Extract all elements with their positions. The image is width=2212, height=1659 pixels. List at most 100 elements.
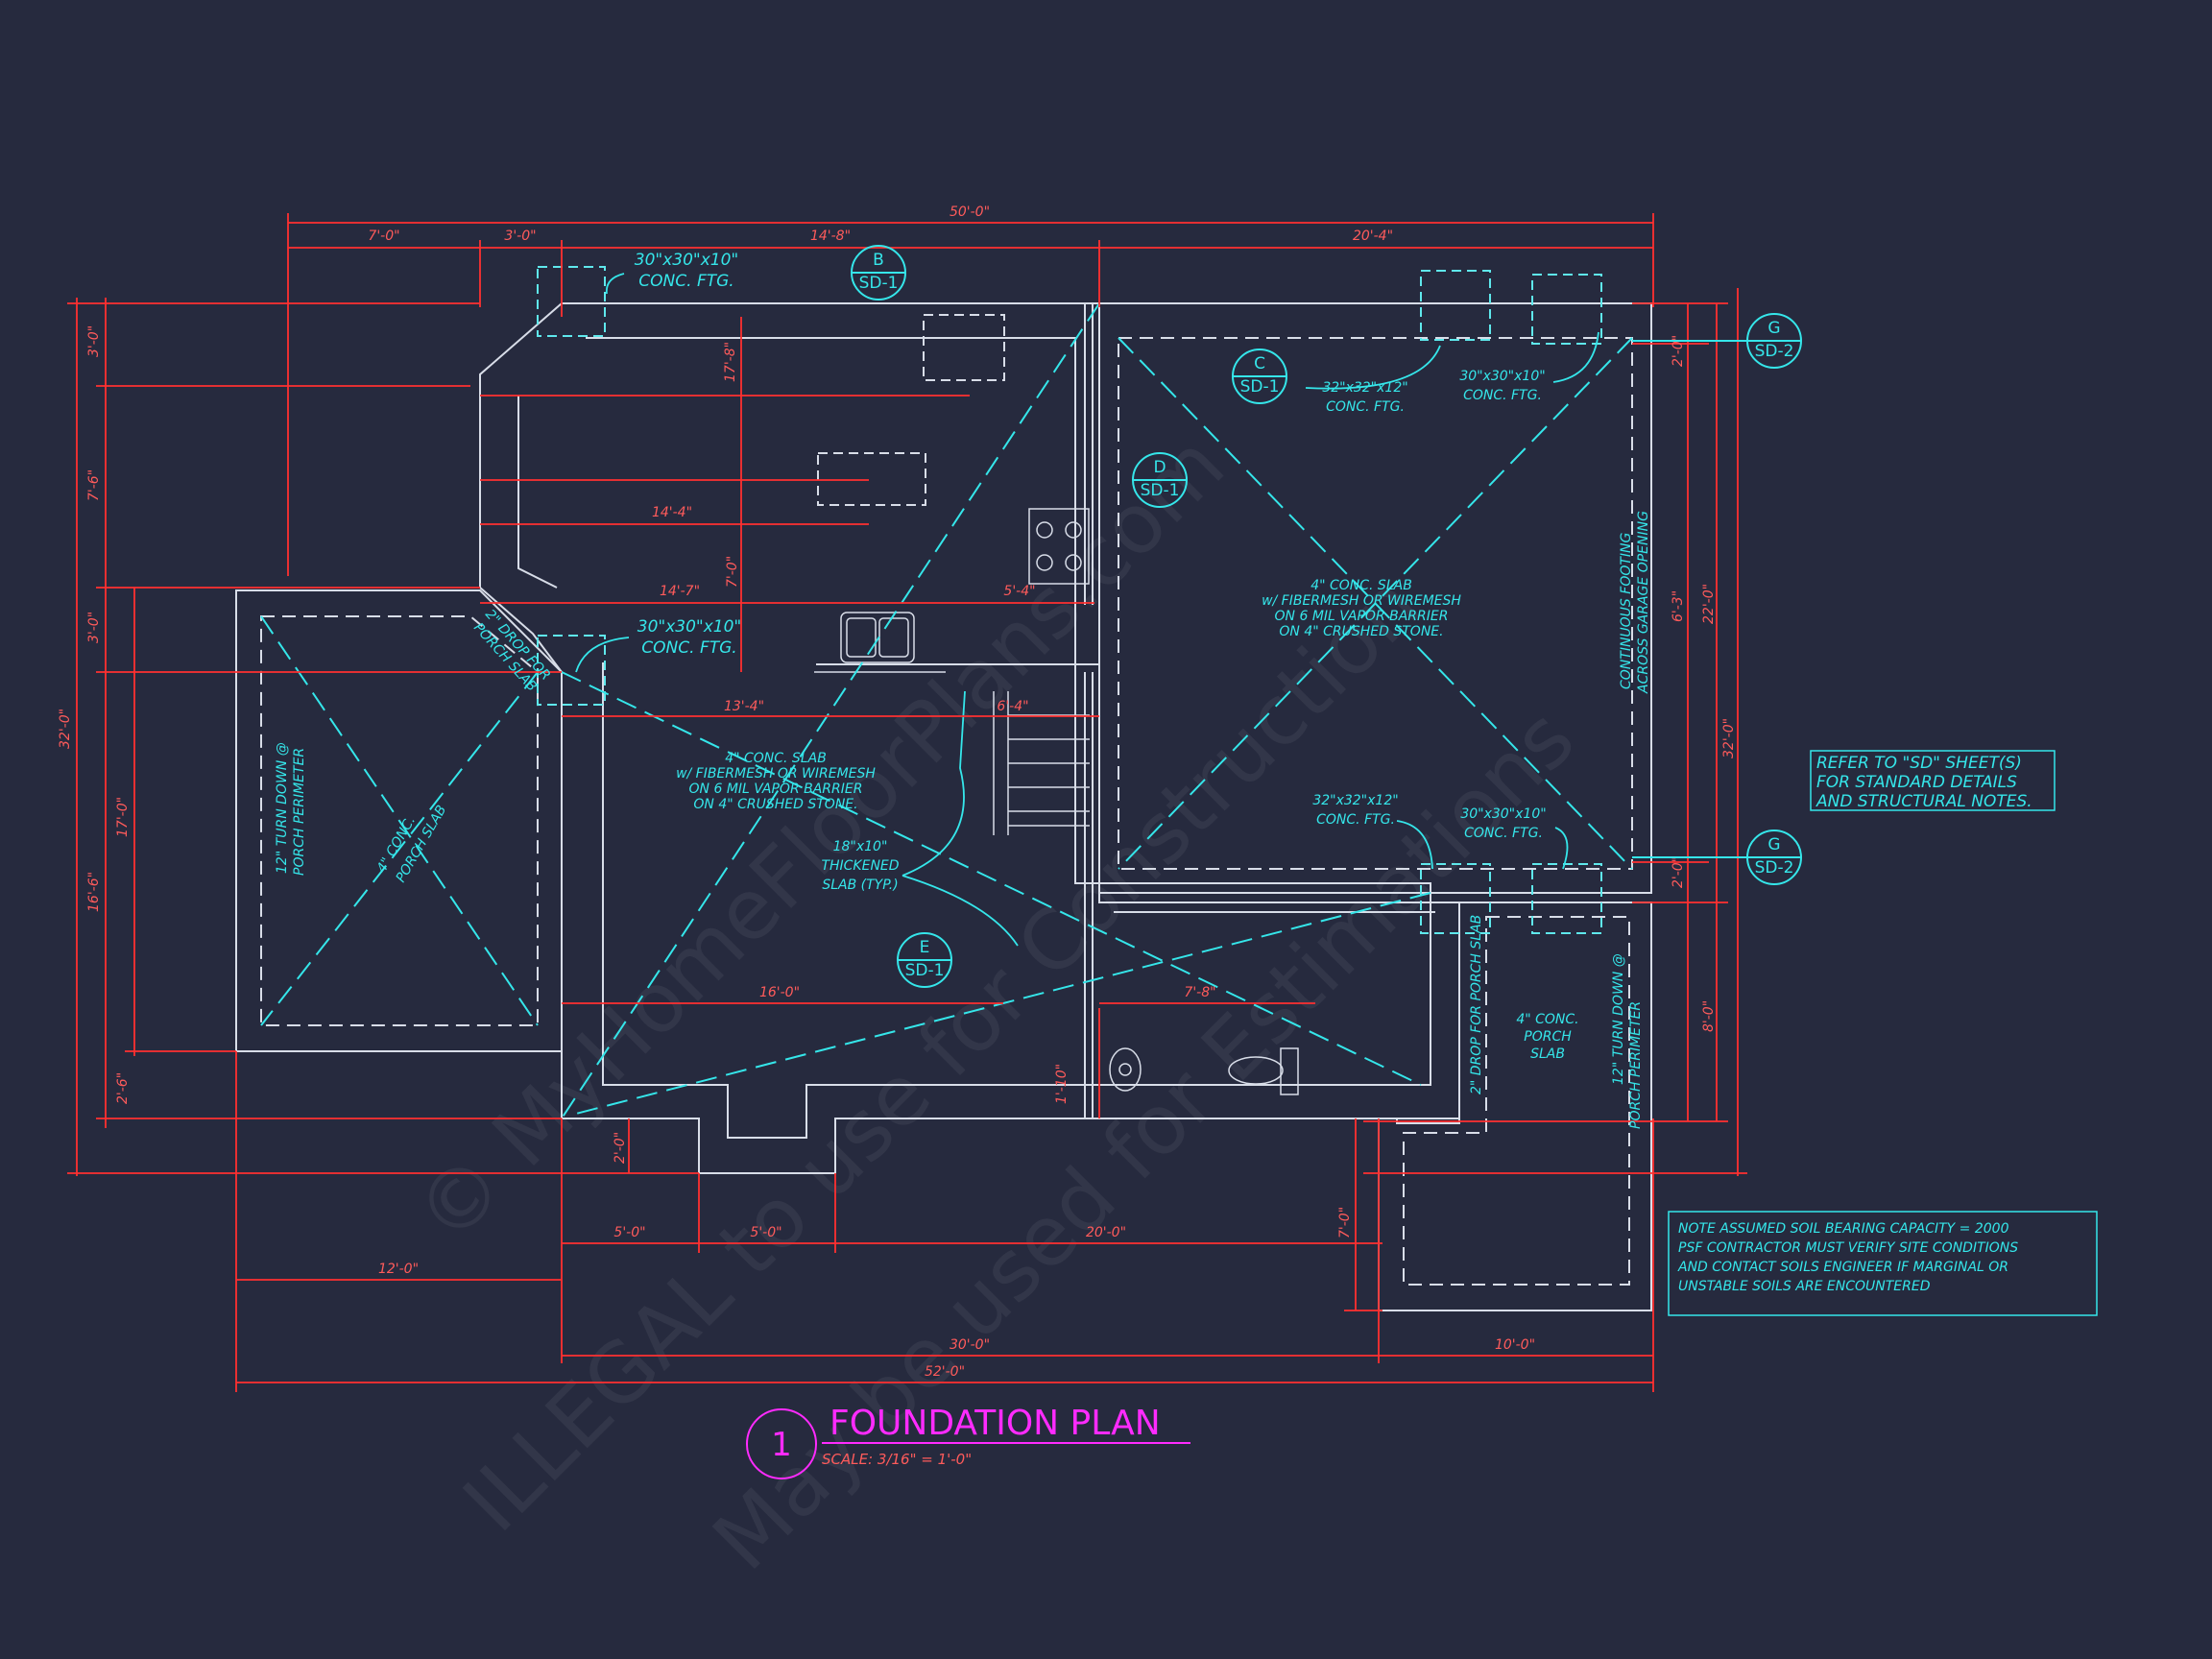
section-tag-g-lower-sheet: SD-2: [1755, 858, 1794, 878]
drawing-scale: SCALE: 3/16" = 1'-0": [822, 1451, 972, 1468]
dim-13-4: 13'-4": [724, 699, 764, 714]
west-interior-edge: [517, 396, 558, 589]
callout-ftg-west-1: 30"x30"x10": [637, 617, 741, 637]
callout-porch-slab-1: 4" CONC.: [1516, 1012, 1578, 1027]
callout-house-slab-1: 4" CONC. SLAB: [725, 751, 827, 766]
garage-outline: [1098, 302, 1652, 894]
dim-7-8: 7'-8": [1184, 985, 1215, 1000]
section-tag-c-sheet: SD-1: [1240, 377, 1280, 397]
dim-left-2-6: 2'-6": [115, 1072, 131, 1104]
dimension-lines: [67, 213, 1747, 1392]
callout-thickened-2: THICKENED: [821, 858, 899, 874]
callout-garage-slab-4: ON 4" CRUSHED STONE.: [1279, 624, 1443, 639]
callout-ftg30-upper-1: 30"x30"x10": [1459, 369, 1545, 384]
callout-garage-slab-1: 4" CONC. SLAB: [1310, 578, 1412, 593]
section-tag-g-upper-sheet: SD-2: [1755, 342, 1794, 361]
leaders: [575, 273, 1599, 947]
soil-note-line-4: UNSTABLE SOILS ARE ENCOUNTERED: [1678, 1279, 1931, 1294]
callout-ftg-nw-2: CONC. FTG.: [638, 272, 733, 291]
dim-bot-52-0: 52'-0": [925, 1364, 965, 1380]
section-tag-b: B SD-1: [851, 245, 906, 301]
dim-bot-5-0b: 5'-0": [750, 1225, 781, 1240]
callout-house-slab-2: w/ FIBERMESH OR WIREMESH: [676, 766, 876, 781]
section-tag-c: C SD-1: [1232, 349, 1287, 404]
soil-note-line-1: NOTE ASSUMED SOIL BEARING CAPACITY = 200…: [1678, 1221, 2009, 1237]
dim-bot-12-0: 12'-0": [378, 1262, 419, 1277]
dim-right-6-3: 6'-3": [1671, 590, 1686, 622]
callout-garage-footing-2: ACROSS GARAGE OPENING: [1636, 511, 1651, 694]
dim-bot-20-0: 20'-0": [1086, 1225, 1126, 1240]
dim-right-8-0: 8'-0": [1701, 1000, 1717, 1032]
soil-note-line-2: PSF CONTRACTOR MUST VERIFY SITE CONDITIO…: [1678, 1240, 2018, 1256]
soil-note-line-3: AND CONTACT SOILS ENGINEER IF MARGINAL O…: [1677, 1260, 2008, 1275]
soil-note: NOTE ASSUMED SOIL BEARING CAPACITY = 200…: [1668, 1211, 2098, 1316]
section-tag-e: E SD-1: [897, 932, 952, 988]
section-tag-d: D SD-1: [1132, 452, 1188, 508]
lavatory-icon: [1109, 1047, 1142, 1092]
dim-16-0: 16'-0": [759, 985, 800, 1000]
left-porch-inner: [260, 615, 539, 1026]
footing-west: [537, 635, 606, 706]
dim-top-d: 20'-4": [1353, 228, 1393, 244]
callout-porch-slab-2: PORCH: [1524, 1029, 1572, 1045]
dim-14-7: 14'-7": [660, 584, 700, 599]
left-porch-outline: [235, 589, 563, 1052]
kitchen-sink-icon: [814, 612, 946, 673]
callout-ftg-west-2: CONC. FTG.: [641, 638, 736, 658]
section-tag-g-lower: G SD-2: [1632, 830, 1802, 885]
dim-left-3-0b: 3'-0": [86, 612, 102, 643]
dim-right-overall: 32'-0": [1721, 718, 1737, 758]
floor-opening-1: [923, 314, 1005, 381]
floor-opening-2: [817, 452, 926, 506]
dim-bot-5-0a: 5'-0": [613, 1225, 645, 1240]
dim-bot-2-0: 2'-0": [613, 1132, 628, 1164]
dim-bot-30-0: 30'-0": [950, 1337, 990, 1353]
dim-top-overall: 50'-0": [950, 204, 990, 220]
callout-ftg32-lower-1: 32"x32"x12": [1312, 793, 1398, 808]
callout-ftg30-upper-2: CONC. FTG.: [1463, 388, 1542, 403]
dim-left-16-6: 16'-6": [86, 872, 102, 912]
dim-right-22-0: 22'-0": [1701, 584, 1717, 624]
callout-house-slab-4: ON 4" CRUSHED STONE.: [693, 797, 857, 812]
section-tags: B SD-1 C SD-1 D SD-1 E SD-1 G SD-2 G: [851, 245, 1802, 988]
callout-ftg32-upper-1: 32"x32"x12": [1322, 380, 1407, 396]
drawing-number: 1: [771, 1426, 792, 1464]
footing-garage-ne: [1531, 274, 1602, 345]
section-tag-g-upper-letter: G: [1767, 319, 1780, 338]
callout-ftg30-lower-2: CONC. FTG.: [1464, 826, 1543, 841]
dim-14-4: 14'-4": [652, 505, 692, 520]
dim-top-b: 3'-0": [504, 228, 536, 244]
callout-house-slab-3: ON 6 MIL VAPOR BARRIER: [689, 781, 863, 797]
dim-left-17-0: 17'-0": [115, 797, 131, 837]
dim-top-a: 7'-0": [368, 228, 399, 244]
dim-left-overall: 32'-0": [58, 709, 73, 749]
section-tag-d-letter: D: [1153, 458, 1166, 477]
section-tag-b-letter: B: [873, 251, 884, 270]
drawing-title: 1 FOUNDATION PLAN SCALE: 3/16" = 1'-0": [746, 1404, 1190, 1479]
section-tag-g-lower-letter: G: [1767, 835, 1780, 854]
footing-garage-sw: [1420, 863, 1491, 934]
footing-garage-nw: [1420, 270, 1491, 341]
callout-garage-slab-3: ON 6 MIL VAPOR BARRIER: [1275, 609, 1449, 624]
section-tag-e-letter: E: [920, 938, 930, 957]
section-tag-c-letter: C: [1254, 354, 1265, 373]
toilet-icon: [1228, 1047, 1299, 1095]
footing-nw: [537, 266, 606, 337]
dimension-labels: 50'-0" 7'-0" 3'-0" 14'-8" 20'-4" 17'-8" …: [58, 204, 1737, 1380]
stairs: [993, 691, 1090, 835]
callout-thickened-3: SLAB (TYP.): [822, 878, 898, 893]
dim-right-2-0b: 2'-0": [1671, 856, 1686, 888]
dim-5-4: 5'-4": [1003, 584, 1035, 599]
callout-turn-down-right-2: PORCH PERIMETER: [1628, 1001, 1644, 1129]
refer-note-line-1: REFER TO "SD" SHEET(S): [1816, 754, 2022, 773]
dim-left-3-0a: 3'-0": [86, 325, 102, 357]
section-tag-e-sheet: SD-1: [905, 961, 945, 980]
callout-thickened-1: 18"x10": [833, 839, 888, 854]
cooktop-icon: [1028, 508, 1090, 585]
dim-left-7-6: 7'-6": [86, 469, 102, 501]
callout-ftg32-lower-2: CONC. FTG.: [1316, 812, 1395, 828]
dim-right-2-0a: 2'-0": [1671, 335, 1686, 367]
callout-ftg32-upper-2: CONC. FTG.: [1326, 399, 1405, 415]
footings: [537, 266, 1602, 934]
